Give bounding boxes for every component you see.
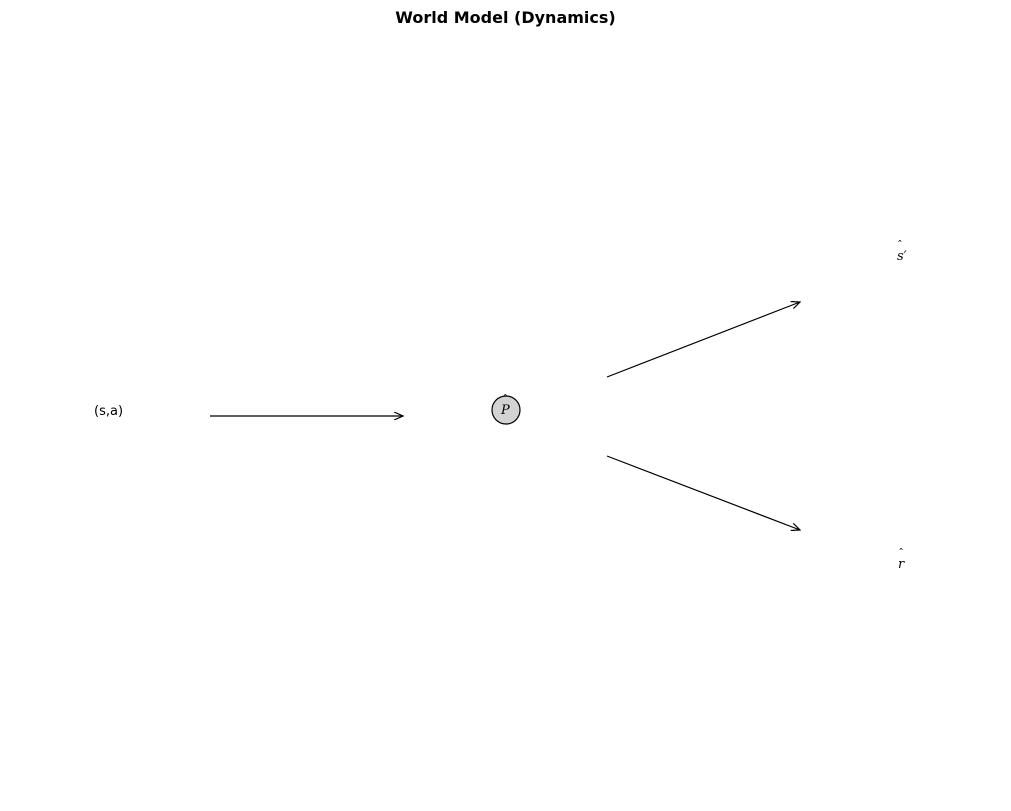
next-state-hat-mark: ˆ xyxy=(897,239,903,252)
model-label: ˆ P xyxy=(501,394,510,419)
arrow-model-to-next-state xyxy=(606,302,800,378)
next-state-symbol: s′ xyxy=(897,249,907,264)
model-node-circle xyxy=(491,395,521,425)
reward-symbol: r xyxy=(898,557,905,572)
reward-label: ˆ r xyxy=(898,548,905,573)
input-label: (s,a) xyxy=(94,404,124,419)
model-symbol: P xyxy=(501,403,510,418)
diagram-title: World Model (Dynamics) xyxy=(395,8,616,27)
reward-hat-mark: ˆ xyxy=(898,547,904,560)
next-state-label: ˆ s′ xyxy=(897,240,907,265)
arrow-model-to-reward xyxy=(606,455,800,530)
model-hat-mark: ˆ xyxy=(502,393,509,406)
